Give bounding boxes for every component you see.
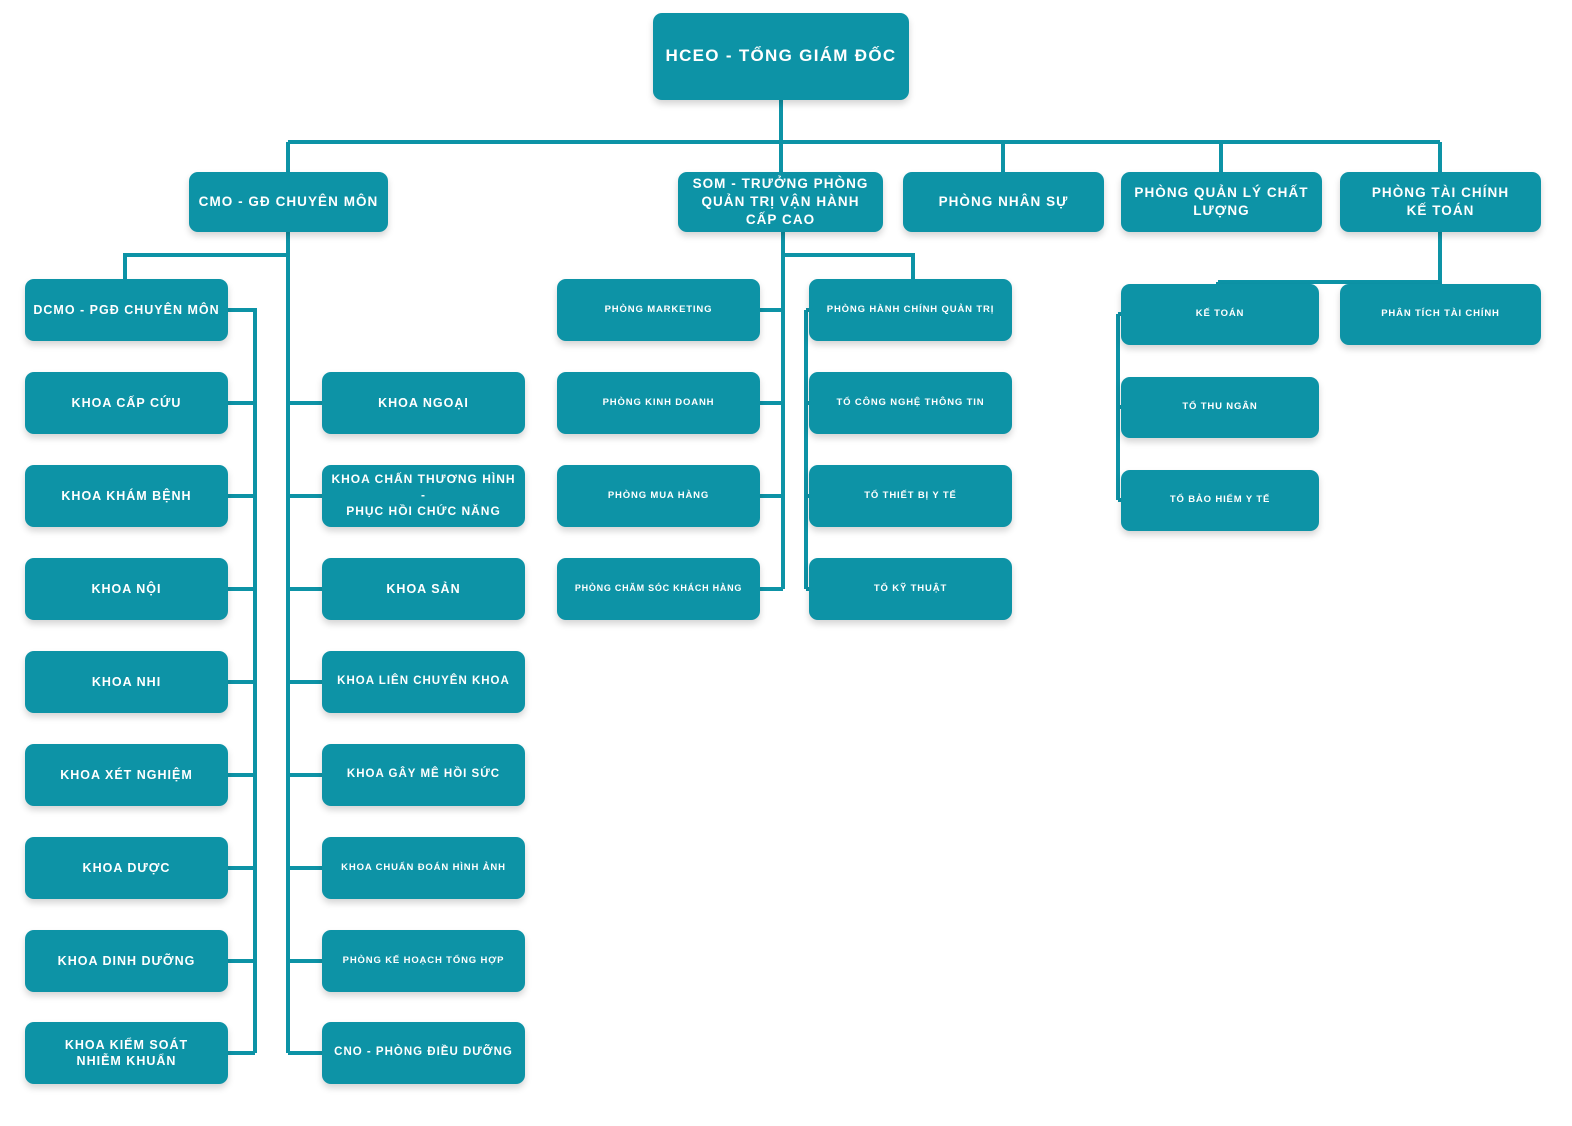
node-label: PHÂN TÍCH TÀI CHÍNH <box>1381 308 1500 320</box>
node-khoa-noi[interactable]: KHOA NỘI <box>25 558 228 620</box>
node-label: KHOA CHUẨN ĐOÁN HÌNH ẢNH <box>341 861 506 873</box>
node-to-bao-hiem-y-te[interactable]: TỔ BẢO HIỂM Y TẾ <box>1121 470 1319 531</box>
node-to-cong-nghe-thong-tin[interactable]: TỔ CÔNG NGHỆ THÔNG TIN <box>809 372 1012 434</box>
node-khoa-nhi[interactable]: KHOA NHI <box>25 651 228 713</box>
node-som[interactable]: SOM - TRƯỞNG PHÒNG QUẢN TRỊ VẬN HÀNH CẤP… <box>678 172 883 232</box>
node-khoa-kham-benh[interactable]: KHOA KHÁM BỆNH <box>25 465 228 527</box>
node-label: PHÒNG MUA HÀNG <box>607 489 710 501</box>
node-phong-cham-soc-khach-hang[interactable]: PHÒNG CHĂM SÓC KHÁCH HÀNG <box>557 558 760 620</box>
node-label: KHOA CẤP CỨU <box>71 395 182 410</box>
node-label: TỔ THIẾT BỊ Y TẾ <box>864 489 957 501</box>
node-khoa-lien-chuyen-khoa[interactable]: KHOA LIÊN CHUYÊN KHOA <box>322 651 525 713</box>
node-label: TỔ BẢO HIỂM Y TẾ <box>1169 494 1271 506</box>
connector-dcmo-left-spine <box>228 308 257 1053</box>
node-label: TỔ THU NGÂN <box>1182 401 1258 413</box>
node-label: DCMO - PGĐ CHUYÊN MÔN <box>33 302 220 317</box>
node-phong-tai-chinh-ke-toan[interactable]: PHÒNG TÀI CHÍNH KẾ TOÁN <box>1340 172 1541 232</box>
node-label: KHOA DƯỢC <box>82 860 171 875</box>
node-label: PHÒNG MARKETING <box>604 303 713 315</box>
node-label: PHÒNG KẾ HOẠCH TỔNG HỢP <box>342 954 505 966</box>
node-cno-phong-dieu-duong[interactable]: CNO - PHÒNG ĐIỀU DƯỠNG <box>322 1022 525 1084</box>
node-phong-mua-hang[interactable]: PHÒNG MUA HÀNG <box>557 465 760 527</box>
node-label: PHÒNG TÀI CHÍNH KẾ TOÁN <box>1371 185 1510 218</box>
node-phong-ke-hoach-tong-hop[interactable]: PHÒNG KẾ HOẠCH TỔNG HỢP <box>322 930 525 992</box>
node-label: TỔ KỸ THUẬT <box>873 582 948 594</box>
node-label: SOM - TRƯỞNG PHÒNG QUẢN TRỊ VẬN HÀNH CẤP… <box>692 176 869 227</box>
node-label: PHÒNG HÀNH CHÍNH QUẢN TRỊ <box>826 303 995 315</box>
node-label: KHOA KIỂM SOÁT NHIỄM KHUẨN <box>64 1037 189 1069</box>
node-khoa-gay-me-hoi-suc[interactable]: KHOA GÂY MÊ HỒI SỨC <box>322 744 525 806</box>
node-phong-nhan-su[interactable]: PHÒNG NHÂN SỰ <box>903 172 1104 232</box>
node-dcmo[interactable]: DCMO - PGĐ CHUYÊN MÔN <box>25 279 228 341</box>
node-label: KHOA CHẤN THƯƠNG HÌNH - PHỤC HỒI CHỨC NĂ… <box>331 472 516 518</box>
node-label: KHOA KHÁM BỆNH <box>61 488 192 503</box>
node-phong-marketing[interactable]: PHÒNG MARKETING <box>557 279 760 341</box>
node-phong-kinh-doanh[interactable]: PHÒNG KINH DOANH <box>557 372 760 434</box>
node-label: KHOA GÂY MÊ HỒI SỨC <box>346 768 501 781</box>
node-phong-hanh-chinh-quan-tri[interactable]: PHÒNG HÀNH CHÍNH QUẢN TRỊ <box>809 279 1012 341</box>
node-khoa-cap-cuu[interactable]: KHOA CẤP CỨU <box>25 372 228 434</box>
connector-som-to-hanh-chinh <box>783 253 915 279</box>
node-label: HCEO - TỔNG GIÁM ĐỐC <box>665 46 897 66</box>
node-label: CMO - GĐ CHUYÊN MÔN <box>198 194 379 210</box>
node-label: KHOA NGOẠI <box>378 395 469 410</box>
node-khoa-ngoai[interactable]: KHOA NGOẠI <box>322 372 525 434</box>
node-label: KHOA NỘI <box>91 581 162 596</box>
node-label: PHÒNG KINH DOANH <box>602 396 715 408</box>
node-phan-tich-tai-chinh[interactable]: PHÂN TÍCH TÀI CHÍNH <box>1340 284 1541 345</box>
node-khoa-xet-nghiem[interactable]: KHOA XÉT NGHIỆM <box>25 744 228 806</box>
node-label: KẾ TOÁN <box>1195 308 1245 320</box>
node-label: PHÒNG NHÂN SỰ <box>938 194 1069 210</box>
node-label: CNO - PHÒNG ĐIỀU DƯỠNG <box>334 1046 513 1059</box>
node-label: PHÒNG CHĂM SÓC KHÁCH HÀNG <box>574 583 743 594</box>
node-khoa-kiem-soat-nhiem-khuan[interactable]: KHOA KIỂM SOÁT NHIỄM KHUẨN <box>25 1022 228 1084</box>
node-khoa-duoc[interactable]: KHOA DƯỢC <box>25 837 228 899</box>
node-khoa-chuan-doan-hinh-anh[interactable]: KHOA CHUẨN ĐOÁN HÌNH ẢNH <box>322 837 525 899</box>
node-to-ky-thuat[interactable]: TỔ KỸ THUẬT <box>809 558 1012 620</box>
node-to-thu-ngan[interactable]: TỔ THU NGÂN <box>1121 377 1319 438</box>
node-hceo[interactable]: HCEO - TỔNG GIÁM ĐỐC <box>653 13 909 100</box>
node-label: KHOA DINH DƯỠNG <box>57 953 196 968</box>
node-phong-quan-ly-chat-luong[interactable]: PHÒNG QUẢN LÝ CHẤT LƯỢNG <box>1121 172 1322 232</box>
node-label: KHOA LIÊN CHUYÊN KHOA <box>337 675 510 688</box>
node-label: KHOA SẢN <box>386 581 461 596</box>
node-to-thiet-bi-y-te[interactable]: TỔ THIẾT BỊ Y TẾ <box>809 465 1012 527</box>
node-label: KHOA XÉT NGHIỆM <box>60 767 193 782</box>
node-label: TỔ CÔNG NGHỆ THÔNG TIN <box>836 396 985 408</box>
node-khoa-chan-thuong-hinh-phuc-hoi-chuc-nang[interactable]: KHOA CHẤN THƯƠNG HÌNH - PHỤC HỒI CHỨC NĂ… <box>322 465 525 527</box>
node-khoa-dinh-duong[interactable]: KHOA DINH DƯỠNG <box>25 930 228 992</box>
node-label: KHOA NHI <box>91 674 162 689</box>
node-label: PHÒNG QUẢN LÝ CHẤT LƯỢNG <box>1134 185 1309 218</box>
connector-cmo-to-dcmo <box>123 253 288 279</box>
node-cmo[interactable]: CMO - GĐ CHUYÊN MÔN <box>189 172 388 232</box>
node-khoa-san[interactable]: KHOA SẢN <box>322 558 525 620</box>
node-ke-toan[interactable]: KẾ TOÁN <box>1121 284 1319 345</box>
